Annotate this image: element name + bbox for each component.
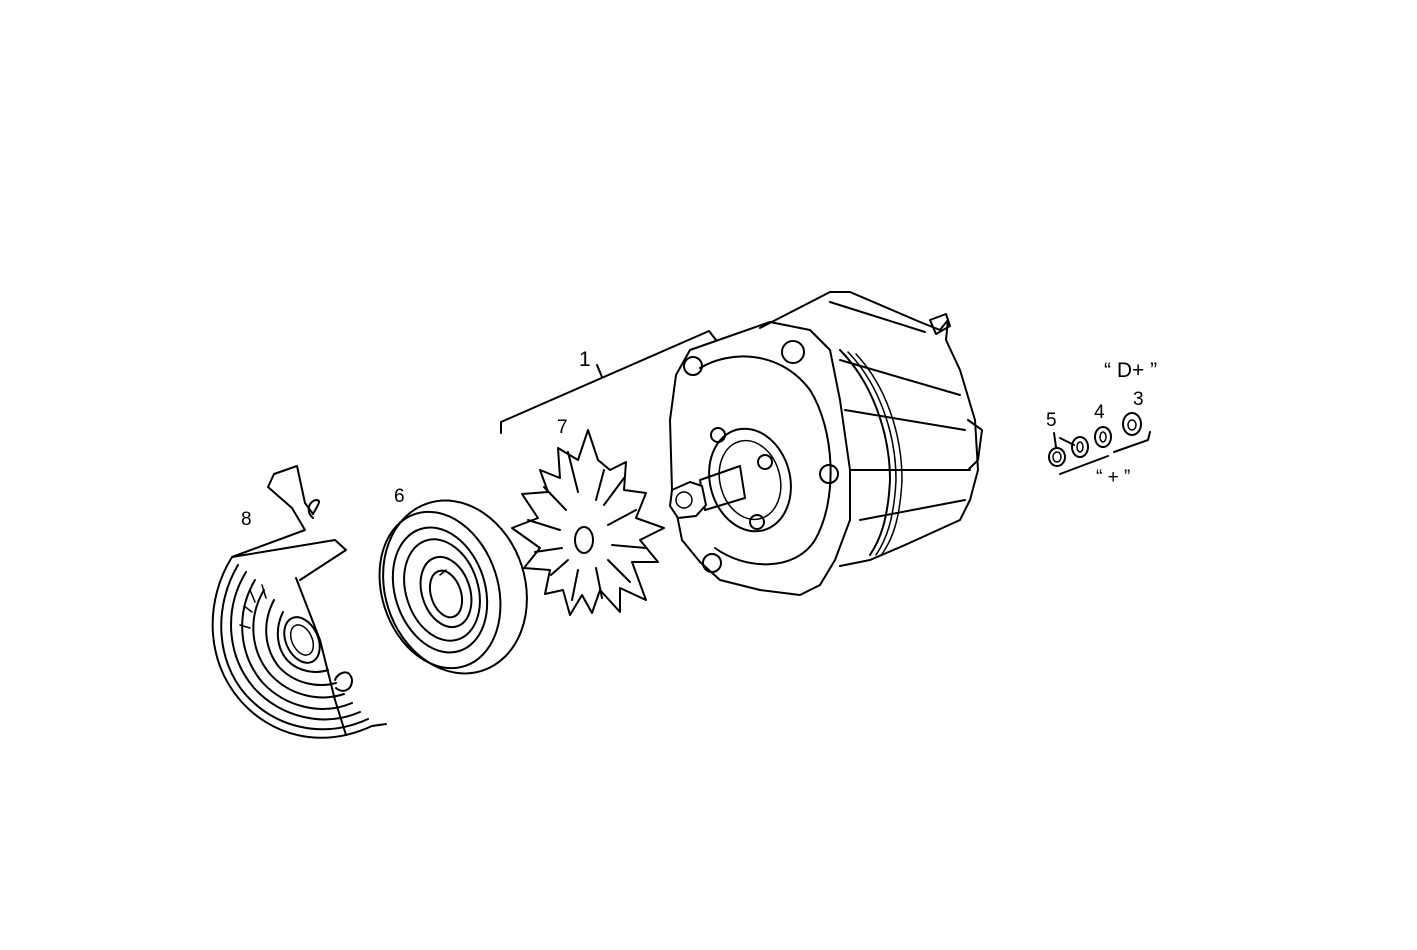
- callout-label-6: 6: [394, 486, 405, 507]
- pulley-drawing: [378, 499, 528, 675]
- callout-label-5: 5: [1046, 410, 1057, 431]
- callout-bracket-1: [500, 330, 717, 434]
- callout-label-8: 8: [241, 509, 252, 530]
- callout-label-3: 3: [1133, 389, 1144, 410]
- guard-shield-drawing: [211, 465, 387, 739]
- callout-label-1: 1: [579, 348, 591, 371]
- fan-drawing: [511, 429, 665, 616]
- terminal-hardware-drawing: [1048, 412, 1151, 475]
- terminal-label-plus: “ + ”: [1096, 467, 1131, 488]
- callout-label-4: 4: [1094, 402, 1105, 423]
- alternator-body-drawing: [669, 291, 983, 596]
- terminal-label-d-plus: “ D+ ”: [1104, 359, 1158, 382]
- callout-label-7: 7: [557, 417, 568, 438]
